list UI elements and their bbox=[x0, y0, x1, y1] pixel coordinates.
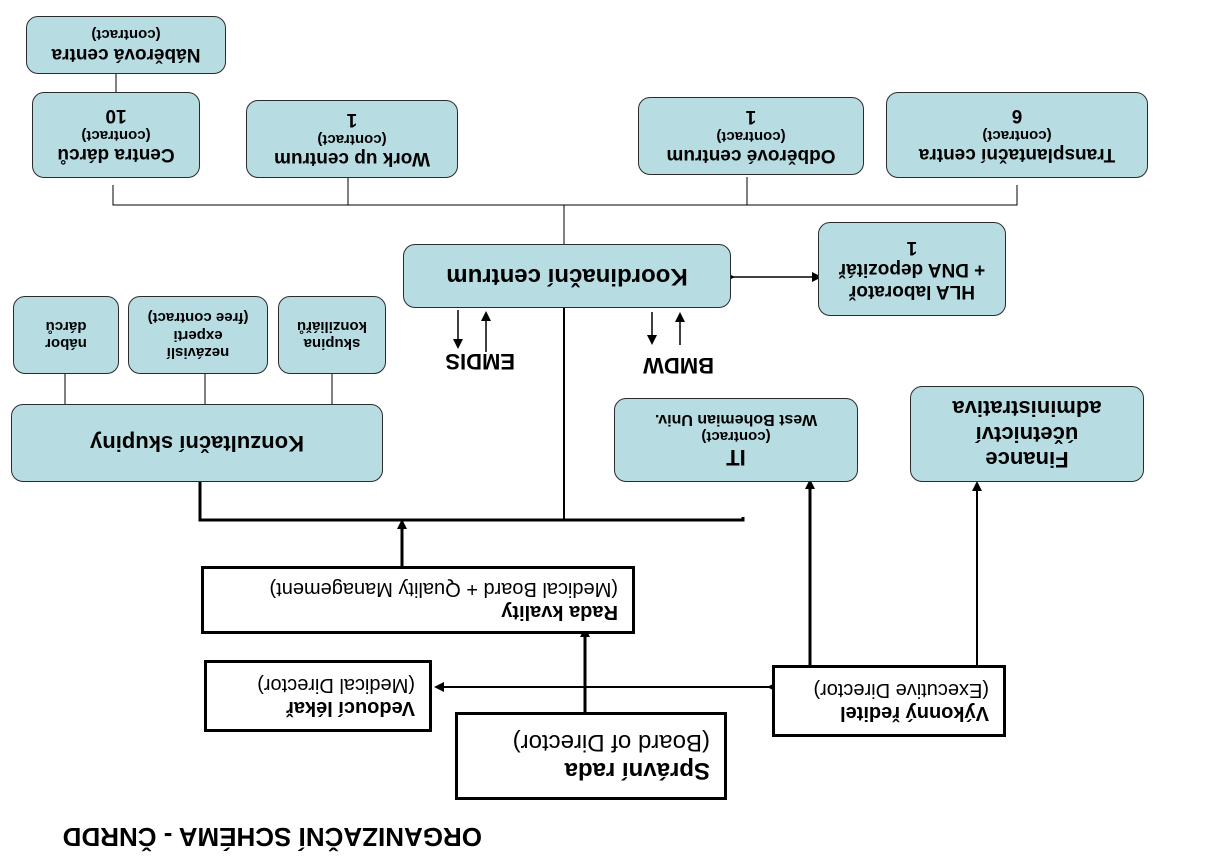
donor-centers-box: Centra dárců (contract) 10 bbox=[32, 92, 200, 178]
collection-center-count: 1 bbox=[745, 106, 757, 128]
board-box: Správní rada (Board of Director) bbox=[455, 712, 727, 800]
board-english: (Board of Director) bbox=[512, 729, 710, 756]
transplant-centers-box: Transplantační centra (contract) 6 bbox=[886, 92, 1148, 178]
consilium-group-line2: konziliářů bbox=[297, 318, 368, 335]
medical-director-english: (Medical Director) bbox=[257, 674, 415, 696]
executive-director-box: Výkonný ředitel (Executive Director) bbox=[772, 665, 1006, 737]
board-name: Správní rada bbox=[564, 756, 710, 784]
donor-recruitment-box: nábor dárců bbox=[13, 296, 119, 374]
finance-line3: administrativa bbox=[952, 396, 1102, 422]
finance-line2: účetnictví bbox=[975, 421, 1079, 447]
independent-experts-box: nezávislí experti (free contract) bbox=[128, 296, 268, 374]
finance-box: Finance účetnictví administrativa bbox=[910, 386, 1144, 482]
quality-board-name: Rada kvality bbox=[501, 601, 618, 623]
hla-lab-box: HLA laboratoř + DNA depozitář 1 bbox=[818, 222, 1006, 316]
transplant-centers-contract: (contract) bbox=[982, 126, 1052, 144]
collection-center-name: Odběrové centrum bbox=[666, 145, 836, 167]
executive-director-english: (Executive Director) bbox=[813, 679, 989, 701]
executive-director-name: Výkonný ředitel bbox=[840, 702, 989, 724]
medical-director-box: Vedoucí lékař (Medical Director) bbox=[204, 660, 432, 732]
transplant-centers-name: Transplantační centra bbox=[918, 144, 1116, 166]
sampling-centers-contract: (contract) bbox=[91, 25, 161, 43]
medical-director-name: Vedoucí lékař bbox=[286, 697, 415, 719]
consilium-group-line1: skupina bbox=[303, 335, 361, 353]
donor-centers-name: Centra dárců bbox=[57, 144, 175, 166]
donor-centers-count: 10 bbox=[105, 105, 127, 127]
transplant-centers-count: 6 bbox=[1011, 105, 1023, 127]
workup-center-name: Work up centrum bbox=[274, 148, 430, 170]
quality-board-box: Rada kvality (Medical Board + Quality Ma… bbox=[201, 566, 635, 634]
hla-lab-line2: + DNA depozitář bbox=[838, 258, 986, 280]
bmdw-label: BMDW bbox=[643, 353, 714, 378]
coordination-center-box: Koordinační centrum bbox=[403, 244, 731, 308]
donor-recruitment-line1: nábor bbox=[45, 335, 87, 353]
consult-groups-name: Konzultační skupiny bbox=[90, 430, 304, 456]
sampling-centers-name: Náběrová centra bbox=[51, 43, 201, 65]
hla-lab-line1: HLA laboratoř bbox=[849, 280, 975, 302]
emdis-label: EMDIS bbox=[445, 349, 515, 374]
it-contract: (contract) bbox=[701, 428, 771, 446]
quality-board-english: (Medical Board + Quality Management) bbox=[269, 578, 619, 600]
collection-center-box: Odběrové centrum (contract) 1 bbox=[638, 97, 864, 175]
donor-recruitment-line2: dárců bbox=[45, 318, 87, 335]
chart-title: ORGANIZAČNÍ SCHÉMA - ČNRDD bbox=[62, 822, 482, 852]
consult-groups-box: Konzultační skupiny bbox=[11, 404, 383, 482]
workup-center-contract: (contract) bbox=[317, 130, 387, 148]
workup-center-box: Work up centrum (contract) 1 bbox=[246, 100, 458, 178]
independent-experts-line3: (free contract) bbox=[147, 309, 249, 327]
donor-centers-contract: (contract) bbox=[81, 126, 151, 144]
consilium-group-box: skupina konziliářů bbox=[278, 296, 386, 374]
main-bus bbox=[198, 482, 745, 522]
it-provider: West Bohemian Univ. bbox=[654, 410, 818, 428]
independent-experts-line1: nezávislí bbox=[166, 343, 230, 361]
independent-experts-line2: experti bbox=[173, 326, 223, 344]
collection-center-contract: (contract) bbox=[716, 127, 786, 145]
it-name: IT bbox=[726, 445, 746, 471]
finance-line1: Finance bbox=[985, 446, 1069, 472]
coordination-center-name: Koordinační centrum bbox=[446, 262, 688, 290]
hla-lab-count: 1 bbox=[906, 237, 918, 259]
workup-center-count: 1 bbox=[346, 109, 358, 131]
it-box: IT (contract) West Bohemian Univ. bbox=[614, 398, 858, 482]
sampling-centers-box: Náběrová centra (contract) bbox=[26, 16, 226, 74]
